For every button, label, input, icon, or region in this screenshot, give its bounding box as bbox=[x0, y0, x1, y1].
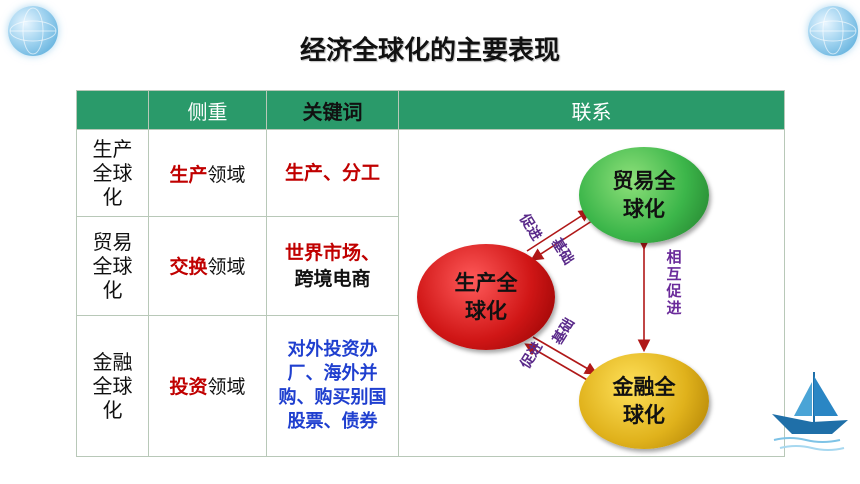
table-row: 贸易全球化 交换领域 世界市场、 跨境电商 bbox=[76, 216, 785, 316]
table-header-row: 侧重 关键词 联系 bbox=[76, 89, 785, 131]
node-production-globalization: 生产全球化 bbox=[417, 244, 555, 350]
table-row: 金融全球化 投资领域 对外投资办厂、海外并购、购买别国股票、债券 bbox=[76, 314, 785, 458]
page-title: 经济全球化的主要表现 bbox=[299, 36, 560, 66]
row-label-finance: 金融全球化 bbox=[76, 314, 149, 458]
focus-production: 生产领域 bbox=[148, 129, 267, 218]
row-label-trade: 贸易全球化 bbox=[76, 216, 149, 316]
globe-icon-right bbox=[808, 6, 858, 56]
arrow-prod-to-finance bbox=[532, 336, 598, 375]
node-trade-globalization: 贸易全球化 bbox=[579, 147, 709, 243]
relationship-diagram: 贸易全球化 生产全球化 金融全球化 促进 基础 基础 促进 相互促进 bbox=[399, 129, 783, 457]
header-blank bbox=[76, 89, 149, 131]
sailboat-icon bbox=[772, 372, 848, 451]
keywords-trade: 世界市场、 跨境电商 bbox=[266, 216, 399, 316]
node-finance-globalization: 金融全球化 bbox=[579, 353, 709, 449]
header-connection: 联系 bbox=[398, 89, 785, 131]
keywords-finance: 对外投资办厂、海外并购、购买别国股票、债券 bbox=[266, 314, 399, 458]
row-label-production: 生产全球化 bbox=[76, 129, 149, 218]
keywords-production: 生产、分工 bbox=[266, 129, 399, 218]
label-mutual-promotion: 相互促进 bbox=[666, 248, 682, 317]
globe-icon-left bbox=[8, 6, 58, 56]
focus-trade: 交换领域 bbox=[148, 216, 267, 316]
arrow-trade-to-prod bbox=[530, 218, 596, 261]
arrow-prod-to-trade bbox=[526, 209, 592, 252]
header-focus: 侧重 bbox=[148, 89, 267, 131]
focus-finance: 投资领域 bbox=[148, 314, 267, 458]
diagram-arrows bbox=[524, 209, 651, 382]
arrow-finance-to-prod bbox=[524, 343, 590, 382]
header-keywords: 关键词 bbox=[266, 89, 399, 131]
